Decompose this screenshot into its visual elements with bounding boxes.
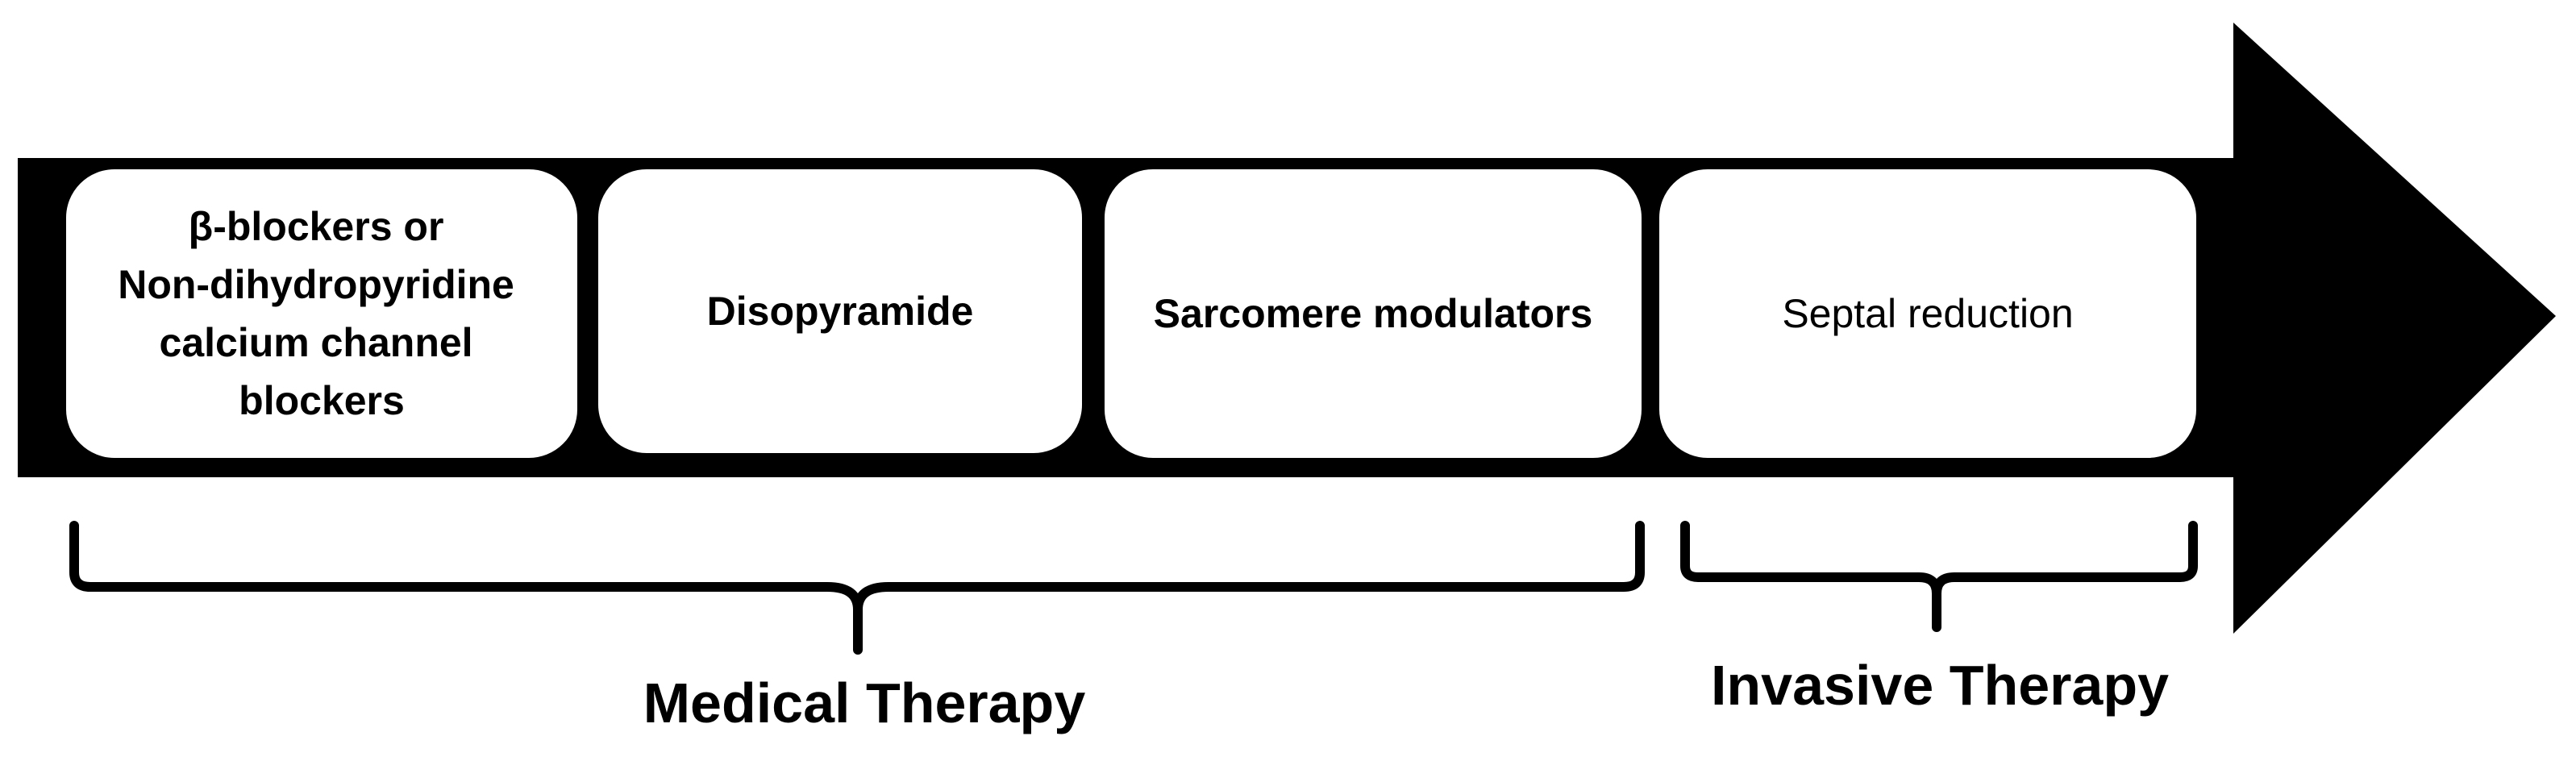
step-label-beta-blockers-line-4: blockers — [239, 378, 405, 423]
step-label-beta-blockers: β-blockers or Non-dihydropyridine calciu… — [118, 204, 526, 423]
step-box-disopyramide-shape — [595, 166, 1085, 456]
step-box-beta-blockers: β-blockers or Non-dihydropyridine calciu… — [63, 166, 581, 461]
medical-therapy-brace — [69, 521, 1645, 655]
step-label-disopyramide-line-1: Disopyramide — [707, 289, 974, 334]
step-label-septal-reduction-line-1: Septal reduction — [1782, 291, 2073, 336]
step-box-beta-blockers-shape — [63, 166, 581, 461]
step-box-sarcomere-modulators: Sarcomere modulators — [1101, 166, 1645, 461]
invasive-therapy-brace — [1680, 521, 2198, 632]
medical-therapy-label: Medical Therapy — [643, 672, 1086, 734]
step-box-sarcomere-modulators-shape — [1101, 166, 1645, 461]
invasive-therapy-label: Invasive Therapy — [1711, 654, 2169, 717]
step-box-disopyramide: Disopyramide — [595, 166, 1085, 456]
step-label-septal-reduction: Septal reduction — [1782, 291, 2073, 336]
step-label-beta-blockers-line-3: calcium channel — [160, 320, 473, 365]
step-label-beta-blockers-line-1: β-blockers or — [189, 204, 444, 249]
step-box-septal-reduction-shape — [1656, 166, 2199, 461]
step-box-septal-reduction: Septal reduction — [1656, 166, 2199, 461]
step-label-sarcomere-modulators-line-1: Sarcomere modulators — [1154, 291, 1593, 336]
step-label-beta-blockers-line-2: Non-dihydropyridine — [118, 262, 514, 307]
step-label-sarcomere-modulators: Sarcomere modulators — [1154, 291, 1593, 336]
step-label-disopyramide: Disopyramide — [707, 289, 974, 334]
